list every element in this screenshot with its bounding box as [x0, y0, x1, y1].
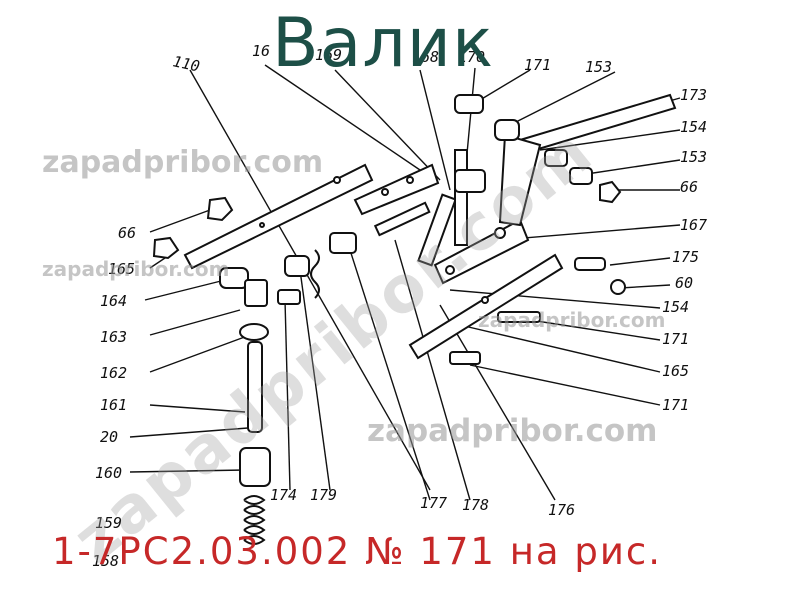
label-179: 179	[310, 486, 337, 504]
label-66-right: 66	[680, 178, 698, 196]
label-165-left: 165	[108, 260, 135, 278]
label-110: 110	[171, 52, 201, 75]
label-174: 174	[270, 486, 297, 504]
label-159: 159	[95, 514, 122, 532]
label-154-mid: 154	[662, 298, 689, 316]
label-167: 167	[680, 216, 707, 234]
label-163: 163	[100, 328, 127, 346]
page-title: Валик	[272, 4, 495, 83]
label-175: 175	[672, 248, 699, 266]
label-66-left: 66	[118, 224, 136, 242]
label-165-right: 165	[662, 362, 689, 380]
part-labels: 110 16 169 168 170 171 153 173 154 153 6…	[92, 42, 707, 570]
label-154-top: 154	[680, 118, 707, 136]
label-177: 177	[420, 494, 447, 512]
leader-lines	[129, 64, 681, 501]
label-164: 164	[100, 292, 127, 310]
watermark-3: zapadpribor.com	[478, 308, 666, 332]
label-171-mid: 171	[662, 330, 689, 348]
label-162: 162	[100, 364, 127, 382]
label-16: 16	[252, 42, 270, 60]
label-178: 178	[462, 496, 489, 514]
parts-drawings	[152, 93, 677, 545]
watermark-4: zapadpribor.com	[367, 413, 658, 449]
label-173: 173	[680, 86, 707, 104]
label-176: 176	[548, 501, 575, 519]
label-171-low: 171	[662, 396, 689, 414]
label-60: 60	[675, 274, 693, 292]
watermark-2: zapadpribor.com	[42, 257, 230, 281]
label-153-mid: 153	[680, 148, 707, 166]
label-171-top: 171	[524, 56, 551, 74]
label-160: 160	[95, 464, 122, 482]
watermark-1: zapadpribor.com	[42, 145, 324, 180]
label-158: 158	[92, 552, 119, 570]
label-168: 168	[412, 48, 439, 66]
label-20: 20	[100, 428, 118, 446]
part-caption: 1-7РС2.03.002 № 171 на рис.	[52, 530, 662, 573]
label-161: 161	[100, 396, 127, 414]
label-169: 169	[315, 46, 342, 64]
label-153-top: 153	[585, 58, 612, 76]
label-170: 170	[458, 48, 485, 66]
